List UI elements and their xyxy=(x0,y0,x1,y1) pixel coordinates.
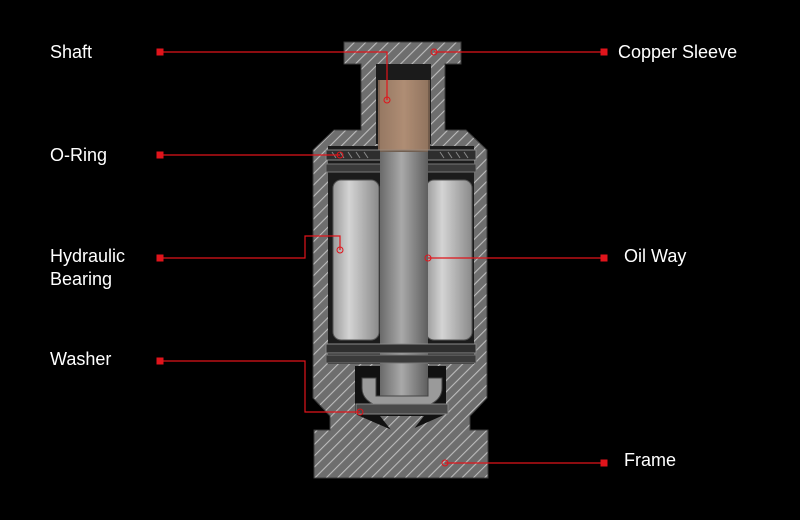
dot-washer xyxy=(356,408,364,416)
label-oil-way: Oil Way xyxy=(624,246,686,266)
leader-hydraulic-bearing xyxy=(160,235,341,259)
hydraulic-bearing-right xyxy=(425,179,473,341)
marker-o-ring xyxy=(156,151,164,159)
label-shaft: Shaft xyxy=(50,42,92,62)
hydraulic-bearing-left xyxy=(332,179,380,341)
cone-tip xyxy=(380,416,424,444)
label-copper-sleeve: Copper Sleeve xyxy=(618,42,737,62)
lower-washer-2 xyxy=(325,354,477,364)
label-hydraulic-bearing-line1: Hydraulic xyxy=(50,246,125,266)
marker-frame xyxy=(600,459,608,467)
marker-washer xyxy=(156,357,164,365)
lower-washer-1 xyxy=(325,343,477,354)
dot-oil-way xyxy=(424,254,432,262)
leader-washer xyxy=(160,360,360,413)
marker-hydraulic-bearing xyxy=(156,254,164,262)
marker-shaft xyxy=(156,48,164,56)
thrust-washer xyxy=(355,403,449,415)
bearing-assembly xyxy=(312,41,489,479)
dot-hydraulic-bearing xyxy=(336,246,344,254)
marker-copper-sleeve xyxy=(600,48,608,56)
marker-oil-way xyxy=(600,254,608,262)
shaft xyxy=(380,152,428,402)
leader-shaft xyxy=(160,51,388,100)
label-o-ring: O-Ring xyxy=(50,145,107,165)
label-hydraulic-bearing-line2: Bearing xyxy=(50,269,112,289)
dot-frame xyxy=(441,459,449,467)
dot-shaft xyxy=(383,96,391,104)
labels: Shaft Copper Sleeve O-Ring Hydraulic Bea… xyxy=(50,42,737,470)
dot-copper-sleeve xyxy=(430,48,438,56)
label-washer: Washer xyxy=(50,349,111,369)
dot-o-ring xyxy=(336,151,344,159)
leader-lines xyxy=(156,48,608,467)
label-frame: Frame xyxy=(624,450,676,470)
shaft-top xyxy=(380,80,428,152)
